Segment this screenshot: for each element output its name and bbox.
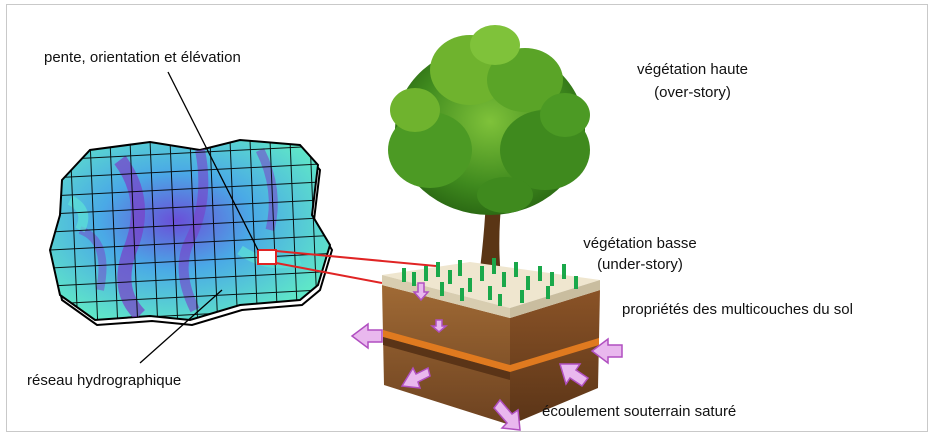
inflow-arrow-lower-right <box>558 363 590 388</box>
label-low-vegetation-line1: végétation basse <box>583 235 697 252</box>
label-hydrographic-network: réseau hydrographique <box>27 372 182 389</box>
outflow-arrow-bottom <box>493 398 521 431</box>
dem-map <box>48 138 334 327</box>
label-low-vegetation: végétation basse (under-story) <box>565 234 715 274</box>
infiltration-arrow-1 <box>412 282 430 302</box>
dem-texture <box>50 140 330 320</box>
link-line-top <box>275 250 437 267</box>
tree <box>388 25 590 290</box>
slope-pointer <box>167 71 259 251</box>
label-low-vegetation-line2: (under-story) <box>597 256 683 273</box>
outflow-arrow-left <box>350 322 383 350</box>
flow-arrows <box>350 282 623 431</box>
infiltration-arrow-2 <box>429 319 449 333</box>
label-high-vegetation: végétation haute (over-story) <box>600 60 785 102</box>
label-soil-multilayer-properties: propriétés des multicouches du sol <box>622 301 853 318</box>
link-line-bottom <box>275 262 383 284</box>
inflow-arrow-right <box>590 337 623 365</box>
label-slope-orientation-elevation: pente, orientation et élévation <box>44 49 241 66</box>
label-high-vegetation-line2: (over-story) <box>654 84 731 101</box>
label-saturated-groundwater-flow: écoulement souterrain saturé <box>542 403 737 420</box>
grass <box>402 258 578 306</box>
outflow-arrow-bottom-left <box>400 366 431 389</box>
selected-cell <box>257 249 277 265</box>
label-high-vegetation-line1: végétation haute <box>637 61 748 78</box>
network-pointer <box>139 289 223 364</box>
